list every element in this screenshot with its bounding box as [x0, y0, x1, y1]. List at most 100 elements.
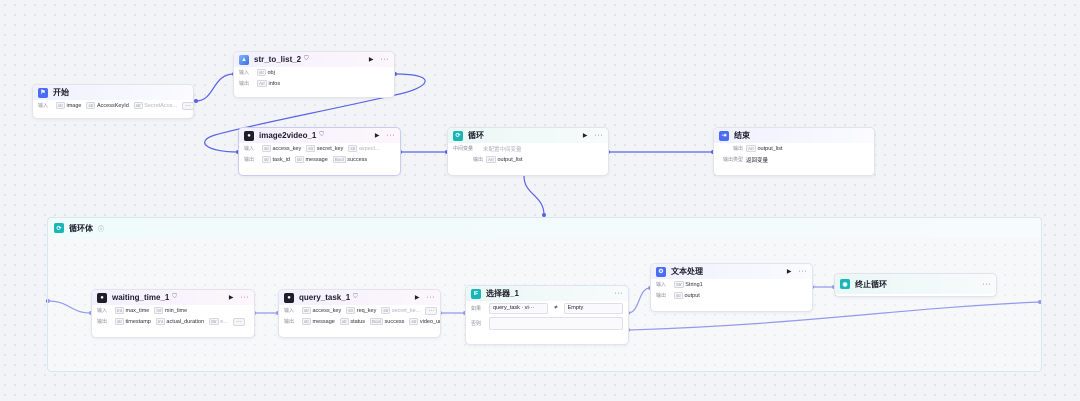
more-menu-button[interactable]: ···	[380, 56, 389, 63]
node-selector[interactable]: IF 选择器_1 ··· 如果 query_task · vi··· ≠ Emp…	[465, 285, 629, 345]
node-str-to-list-header: ▲ str_to_list_2 ⛉ ▶···	[234, 52, 394, 67]
node-title: 文本处理	[671, 267, 703, 276]
version-icon: ⛉	[319, 132, 324, 138]
node-title: image2video_1	[259, 131, 317, 140]
more-menu-button[interactable]: ···	[594, 132, 603, 139]
node-query-header: ● query_task_1 ⛉ ▶···	[279, 290, 440, 305]
more-menu-button[interactable]: ···	[386, 132, 395, 139]
condition-operator[interactable]: ≠	[554, 305, 558, 311]
else-row: 否则	[466, 315, 628, 331]
else-branch-box[interactable]	[489, 316, 623, 330]
node-title: 循环	[468, 131, 484, 140]
more-menu-button[interactable]: ···	[798, 268, 807, 275]
node-title: waiting_time_1	[112, 293, 170, 302]
edge-selector-to-text-proc	[627, 287, 651, 314]
node-loop-header: ⟳ 循环 ▶ ···	[448, 128, 608, 143]
more-menu-button[interactable]: ···	[614, 290, 623, 297]
node-break-loop[interactable]: ◉ 终止循环 ···	[834, 273, 997, 297]
text-process-icon: ⚙	[656, 266, 666, 277]
more-menu-button[interactable]: ···	[240, 294, 249, 301]
variable-row: 中间变量 未配置中间变量	[453, 146, 522, 153]
run-button[interactable]: ▶	[374, 133, 380, 139]
edge-start-to-str-to-list	[195, 73, 235, 102]
condition-variable[interactable]: query_task · vi···	[489, 302, 549, 314]
more-menu-button[interactable]: ···	[426, 294, 435, 301]
edge-body-to-waiting	[47, 300, 92, 314]
run-button[interactable]: ▶	[228, 295, 234, 301]
start-icon: ⚑	[38, 87, 48, 98]
run-button[interactable]: ▶	[786, 269, 792, 275]
loop-body-title: 循环体	[69, 223, 93, 233]
node-selector-header: IF 选择器_1 ···	[466, 286, 628, 301]
run-button[interactable]: ▶	[414, 295, 420, 301]
run-button[interactable]: ▶	[368, 57, 374, 63]
run-button[interactable]: ▶	[582, 133, 588, 139]
node-waiting-header: ● waiting_time_1 ⛉ ▶···	[92, 290, 254, 305]
loop-icon: ⟳	[453, 130, 463, 141]
node-title: 开始	[53, 88, 69, 97]
node-end-header: ⇥ 结束	[714, 128, 874, 143]
node-title: 结束	[734, 131, 750, 140]
edge-else-to-body-end	[627, 301, 1041, 331]
plugin-icon: ●	[97, 292, 107, 303]
loop-body-header: ⟳ 循环体 ⓘ	[48, 218, 1041, 238]
condition-value[interactable]: Empty	[563, 302, 623, 314]
plugin-icon: ●	[284, 292, 294, 303]
break-icon: ◉	[840, 279, 850, 289]
more-params-button[interactable]: ···	[182, 101, 193, 110]
edge-str-to-list-to-image2video	[204, 73, 426, 153]
more-menu-button[interactable]: ···	[982, 280, 991, 288]
node-break-header: ◉ 终止循环 ···	[835, 274, 996, 294]
more-params-button[interactable]: ···	[425, 306, 438, 315]
end-icon: ⇥	[719, 130, 729, 141]
node-title: query_task_1	[299, 293, 351, 302]
plugin-icon: ●	[244, 130, 254, 141]
node-title: 终止循环	[855, 279, 887, 289]
version-icon: ⛉	[304, 56, 309, 62]
edge-loop-to-loop-body	[523, 175, 545, 216]
more-params-button[interactable]: ···	[232, 317, 245, 326]
info-icon[interactable]: ⓘ	[98, 226, 105, 233]
